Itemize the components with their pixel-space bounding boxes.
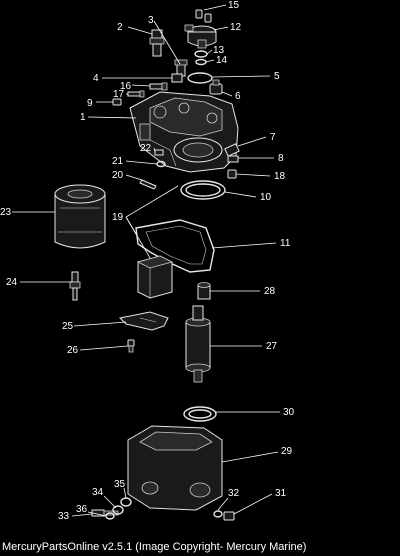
callout-8: 8 (278, 153, 284, 164)
part-16-bolt (149, 82, 168, 91)
part-15-screws (195, 9, 212, 23)
callout-5: 5 (274, 71, 280, 82)
callout-1: 1 (80, 112, 86, 123)
callout-12: 12 (230, 22, 242, 33)
part-14-o-ring (195, 58, 207, 66)
callout-31: 31 (275, 488, 287, 499)
part-28-sleeve (197, 282, 211, 300)
part-13-o-ring (194, 50, 208, 58)
callout-3: 3 (148, 15, 154, 26)
callout-28: 28 (264, 286, 276, 297)
callout-2: 2 (117, 22, 123, 33)
callout-24: 24 (6, 277, 18, 288)
part-30-seal-ring (183, 406, 217, 422)
callout-35: 35 (114, 479, 126, 490)
callout-7: 7 (270, 132, 276, 143)
part-7-fitting (224, 143, 240, 157)
part-18-plug (227, 169, 237, 179)
part-27-fuel-pump (185, 305, 211, 383)
callout-34: 34 (92, 487, 104, 498)
part-5-ring (187, 72, 213, 84)
leader-lines (12, 4, 280, 517)
part-35-washer (120, 497, 132, 507)
callout-33: 33 (58, 511, 70, 522)
callout-18: 18 (274, 171, 286, 182)
part-10-seal-ring (180, 180, 226, 200)
callout-32: 32 (228, 488, 240, 499)
copyright-footer: MercuryPartsOnline v2.5.1 (Image Copyrig… (2, 541, 307, 553)
callout-36: 36 (76, 504, 88, 515)
part-8-fitting (227, 155, 239, 163)
callout-11: 11 (280, 238, 291, 249)
callout-26: 26 (67, 345, 79, 356)
part-23-fuel-filter (54, 184, 106, 249)
part-4-fitting (171, 73, 183, 83)
callout-4: 4 (93, 73, 99, 84)
callout-13: 13 (213, 45, 225, 56)
callout-27: 27 (266, 341, 278, 352)
part-29-lower-housing (127, 425, 223, 511)
part-32-washer (213, 510, 223, 518)
callout-20: 20 (112, 170, 124, 181)
part-34-washer (112, 505, 124, 515)
callout-25: 25 (62, 321, 74, 332)
callout-6: 6 (235, 91, 241, 102)
callout-15: 15 (228, 0, 240, 11)
part-25-bracket (118, 311, 169, 331)
callout-10: 10 (260, 192, 272, 203)
part-31-drain-plug (223, 511, 235, 521)
part-12-regulator (184, 24, 217, 49)
callout-30: 30 (283, 407, 295, 418)
part-1-main-housing (129, 91, 239, 173)
callout-23: 23 (0, 207, 12, 218)
callout-14: 14 (216, 55, 228, 66)
part-19-module (136, 255, 174, 299)
part-26-screw (127, 339, 135, 353)
part-24-sensor (69, 271, 81, 301)
callout-29: 29 (281, 446, 293, 457)
callout-labels: 15 12 2 3 13 14 5 4 16 17 6 9 1 7 22 8 2… (0, 0, 295, 522)
callout-21: 21 (112, 156, 124, 167)
callout-9: 9 (87, 98, 93, 109)
part-20-pin (139, 179, 157, 190)
callout-17: 17 (113, 89, 125, 100)
callout-16: 16 (120, 81, 132, 92)
part-6-fitting (209, 79, 223, 95)
callout-19: 19 (112, 212, 124, 223)
part-22-bolt (154, 149, 164, 156)
callout-22: 22 (140, 143, 152, 154)
